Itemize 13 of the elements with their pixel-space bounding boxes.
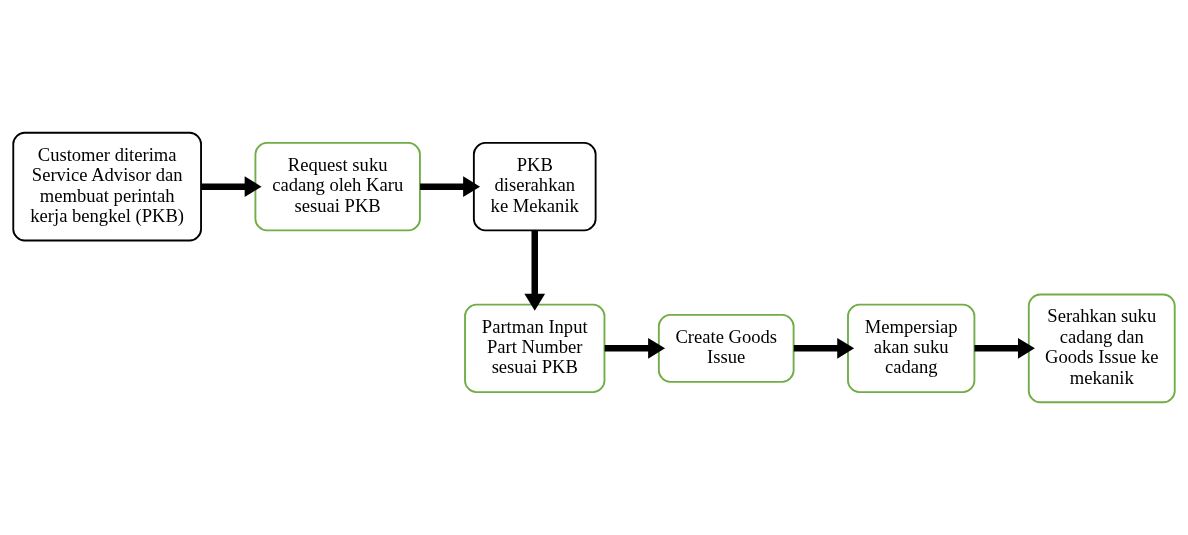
arrow bbox=[201, 176, 262, 197]
arrow bbox=[793, 338, 855, 359]
arrow bbox=[974, 338, 1035, 359]
node-box: Customer diterima Service Advisor dan membuat perintah kerja bengkel (PKB) bbox=[12, 131, 202, 242]
node-box: Partman Input Part Number sesuai PKB bbox=[464, 303, 606, 393]
node-box: PKB diserahkan ke Mekanik bbox=[472, 142, 597, 232]
node-box: Request suku cadang oleh Karu sesuai PKB bbox=[254, 142, 421, 232]
arrow bbox=[524, 230, 546, 311]
node-box: Mempersiap akan suku cadang bbox=[847, 303, 976, 393]
node-box: Serahkan suku cadang dan Goods Issue ke mekanik bbox=[1027, 293, 1176, 404]
arrow bbox=[420, 176, 481, 197]
node-box: Create Goods Issue bbox=[657, 314, 795, 383]
arrow bbox=[604, 338, 666, 359]
